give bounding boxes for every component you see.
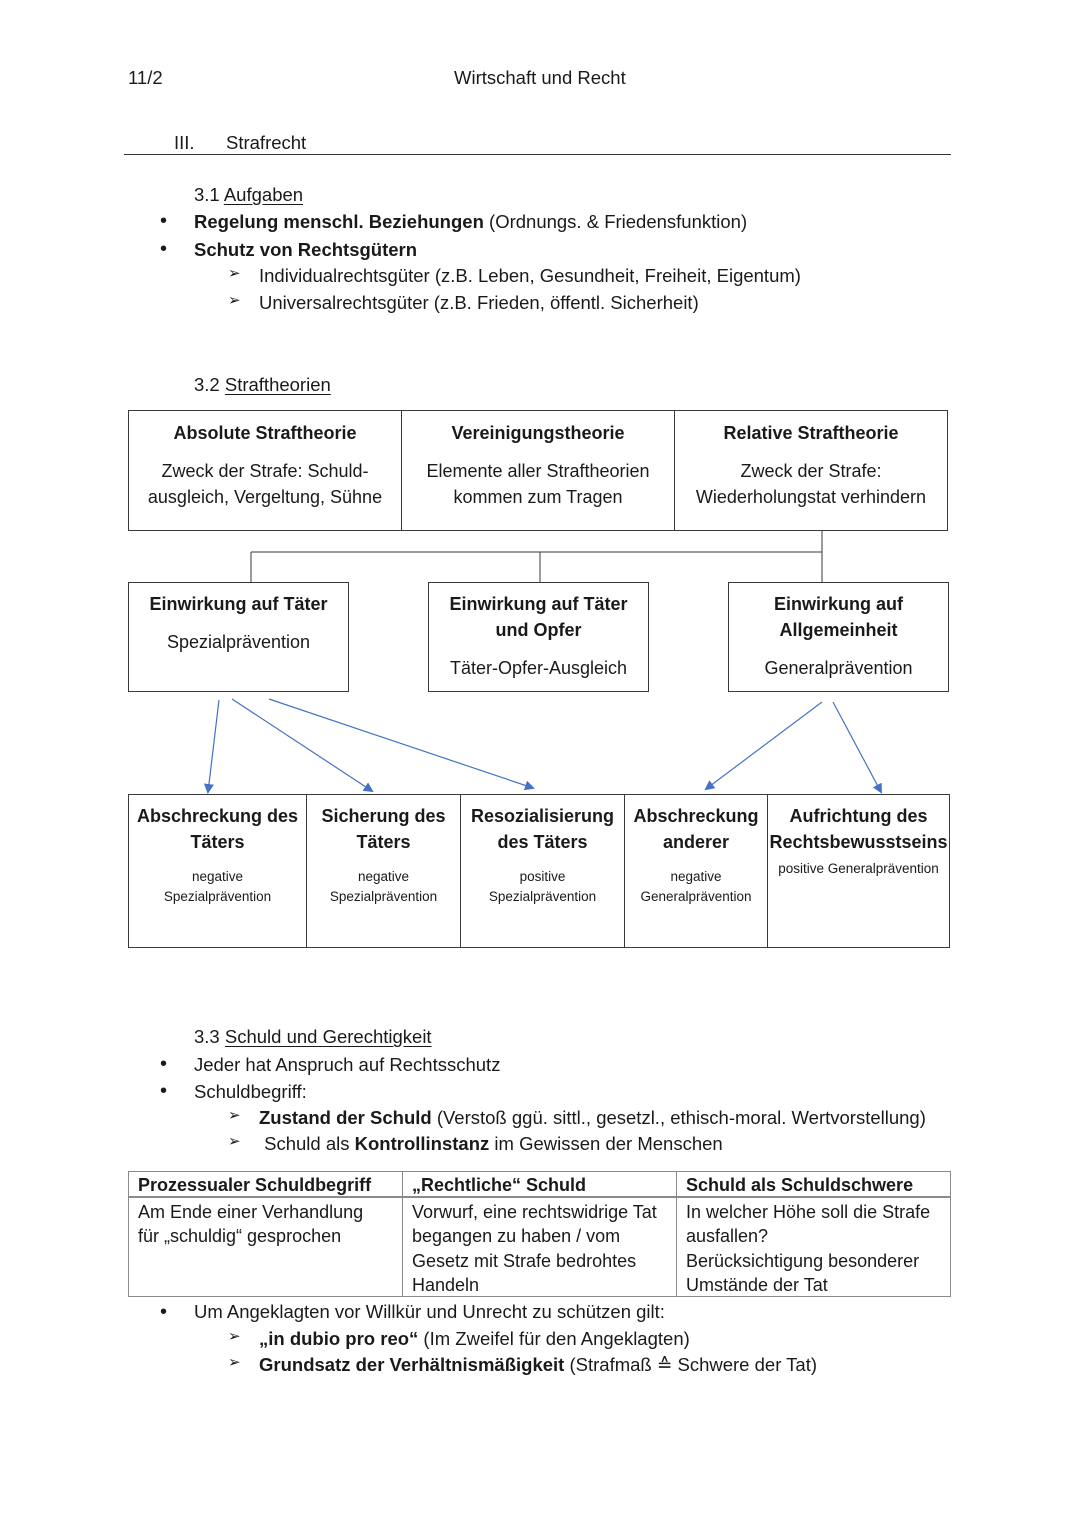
table-header-rechtlich: „Rechtliche“ Schuld — [412, 1175, 587, 1195]
section-number: 3.1 — [194, 184, 220, 205]
bullet-icon: • — [160, 1301, 168, 1323]
bullet-icon: • — [160, 1080, 168, 1102]
arrowhead-bullet-icon: ➢ — [228, 1133, 241, 1150]
section-title: Straftheorien — [224, 374, 331, 395]
section-3-3-heading: 3.3 Schuld und Gerechtigkeit — [194, 1025, 432, 1048]
section-number: 3.3 — [194, 1026, 220, 1047]
outcome-box-abschreckung-taeter: Abschreckung des Täters negative Spezial… — [128, 794, 307, 948]
table-header-prozessual: Prozessualer Schuldbegriff — [138, 1175, 372, 1195]
grundsatz-item-2: Grundsatz der Verhältnismäßigkeit (Straf… — [259, 1354, 817, 1375]
chapter-title: Strafrecht — [226, 132, 307, 153]
effect-box-taeter: Einwirkung auf Täter Spezialprävention — [128, 582, 349, 692]
bullet-icon: • — [160, 238, 168, 260]
chapter-rule — [124, 154, 951, 155]
effect-box-taeter-opfer: Einwirkung auf Täter und Opfer Täter-Opf… — [428, 582, 649, 692]
class-label: 11/2 — [128, 67, 163, 88]
section-title: Aufgaben — [223, 184, 304, 205]
schuld-item-1: Jeder hat Anspruch auf Rechtsschutz — [194, 1054, 501, 1075]
bullet-icon: • — [160, 1053, 168, 1075]
schuldbegriff-item-2: Schuld als Kontrollinstanz im Gewissen d… — [259, 1133, 723, 1154]
theory-box-relative: Relative Straftheorie Zweck der Strafe: … — [674, 410, 948, 531]
aufgaben-item-2: Schutz von Rechtsgütern — [194, 239, 418, 260]
chapter-number: III. — [174, 132, 195, 153]
arrowhead-bullet-icon: ➢ — [228, 1354, 241, 1371]
section-3-1-heading: 3.1 Aufgaben — [194, 183, 303, 206]
outcome-box-sicherung-taeter: Sicherung des Täters negative Spezialprä… — [306, 794, 461, 948]
table-cell-prozessual: Am Ende einer Verhandlung für „schuldig“… — [138, 1202, 364, 1247]
theory-box-absolute: Absolute Straftheorie Zweck der Strafe: … — [128, 410, 402, 531]
bullet-icon: • — [160, 210, 168, 232]
schuldbegriff-item-1: Zustand der Schuld (Verstoß ggü. sittl.,… — [259, 1107, 926, 1128]
table-col-divider — [402, 1171, 403, 1297]
table-cell-schuldschwere: In welcher Höhe soll die Strafe ausfalle… — [686, 1202, 931, 1295]
theory-box-vereinigung: Vereinigungstheorie Elemente aller Straf… — [401, 410, 675, 531]
outcome-box-resozialisierung: Resozialisierung des Täters positive Spe… — [460, 794, 625, 948]
table-header-schuldschwere: Schuld als Schuldschwere — [686, 1175, 914, 1195]
grundsatz-item-1: „in dubio pro reo“ (Im Zweifel für den A… — [259, 1328, 690, 1349]
schuld-item-2: Schuldbegriff: — [194, 1081, 307, 1102]
section-title: Schuld und Gerechtigkeit — [224, 1026, 432, 1047]
arrowhead-bullet-icon: ➢ — [228, 1328, 241, 1345]
arrowhead-bullet-icon: ➢ — [228, 265, 241, 282]
schutz-item: Um Angeklagten vor Willkür und Unrecht z… — [194, 1301, 665, 1322]
outcome-box-rechtsbewusstsein: Aufrichtung des Rechtsbewusstseins posit… — [767, 794, 950, 948]
section-3-2-heading: 3.2 Straftheorien — [194, 373, 331, 396]
table-cell-rechtlich: Vorwurf, eine rechtswidrige Tat begangen… — [412, 1202, 657, 1295]
outcome-box-abschreckung-anderer: Abschreckung anderer negative Generalprä… — [624, 794, 768, 948]
rechtsgueter-item-1: Individualrechtsgüter (z.B. Leben, Gesun… — [259, 265, 801, 286]
arrowhead-bullet-icon: ➢ — [228, 292, 241, 309]
aufgaben-item-1: Regelung menschl. Beziehungen (Ordnungs.… — [194, 211, 748, 232]
arrowhead-bullet-icon: ➢ — [228, 1107, 241, 1124]
schuld-table — [128, 1171, 951, 1297]
section-number: 3.2 — [194, 374, 220, 395]
rechtsgueter-item-2: Universalrechtsgüter (z.B. Frieden, öffe… — [259, 292, 699, 313]
table-col-divider — [676, 1171, 677, 1297]
table-header-rule — [128, 1196, 951, 1198]
subject-title: Wirtschaft und Recht — [454, 67, 626, 88]
effect-box-allgemeinheit: Einwirkung auf Allgemeinheit Generalpräv… — [728, 582, 949, 692]
